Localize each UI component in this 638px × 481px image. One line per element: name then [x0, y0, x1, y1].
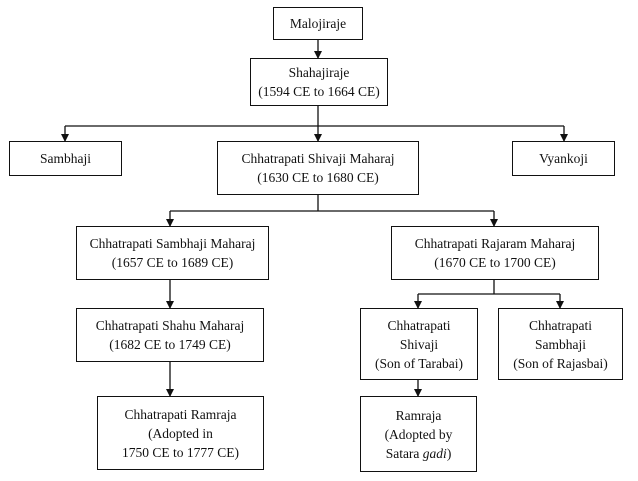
node-shivaji-tarabai: Chhatrapati Shivaji (Son of Tarabai)	[360, 308, 478, 380]
node-malojiraje-name: Malojiraje	[289, 16, 347, 31]
node-malojiraje: Malojiraje	[273, 7, 363, 40]
node-ramraja-chhatrapati-name: Chhatrapati Ramraja	[124, 406, 237, 422]
node-shivaji-tarabai-parent: (Son of Tarabai)	[374, 355, 464, 371]
node-rajaram-maharaj-name: Chhatrapati Rajaram Maharaj	[414, 236, 576, 251]
node-ramraja-satara: Ramraja (Adopted by Satara gadi)	[360, 396, 477, 472]
node-sambhaji-name: Sambhaji	[40, 151, 91, 166]
node-ramraja-satara-place: Satara	[385, 445, 420, 461]
node-shahu-maharaj: Chhatrapati Shahu Maharaj (1682 CE to 17…	[76, 308, 264, 362]
node-shahajiraje-dates: (1594 CE to 1664 CE)	[258, 84, 380, 99]
node-sambhaji-rajasbai-parent: (Son of Rajasbai)	[513, 355, 608, 371]
node-shivaji-maharaj-name: Chhatrapati Shivaji Maharaj	[241, 151, 395, 166]
node-vyankoji: Vyankoji	[512, 141, 615, 176]
node-shahajiraje: Shahajiraje (1594 CE to 1664 CE)	[250, 58, 388, 106]
node-shivaji-maharaj: Chhatrapati Shivaji Maharaj (1630 CE to …	[217, 141, 419, 195]
node-sambhaji-maharaj-dates: (1657 CE to 1689 CE)	[111, 255, 234, 270]
node-ramraja-chhatrapati-dates: 1750 CE to 1777 CE)	[122, 444, 239, 460]
node-shivaji-tarabai-name: Shivaji	[399, 336, 439, 352]
node-sambhaji-rajasbai-title: Chhatrapati	[529, 317, 592, 333]
node-shahajiraje-name: Shahajiraje	[288, 65, 350, 80]
node-shahu-maharaj-name: Chhatrapati Shahu Maharaj	[95, 318, 245, 333]
node-rajaram-maharaj-dates: (1670 CE to 1700 CE)	[434, 255, 556, 270]
node-shivaji-tarabai-title: Chhatrapati	[387, 317, 451, 333]
node-sambhaji: Sambhaji	[9, 141, 122, 176]
node-rajaram-maharaj: Chhatrapati Rajaram Maharaj (1670 CE to …	[391, 226, 599, 280]
node-sambhaji-rajasbai: Chhatrapati Sambhaji (Son of Rajasbai)	[498, 308, 623, 380]
node-sambhaji-maharaj-name: Chhatrapati Sambhaji Maharaj	[89, 236, 256, 251]
node-ramraja-satara-name: Ramraja	[395, 407, 442, 423]
node-sambhaji-rajasbai-name: Sambhaji	[535, 336, 586, 352]
node-vyankoji-name: Vyankoji	[539, 151, 588, 166]
node-ramraja-satara-gadi-line: Satara gadi)	[386, 444, 452, 463]
node-shivaji-maharaj-dates: (1630 CE to 1680 CE)	[257, 170, 379, 185]
node-sambhaji-maharaj: Chhatrapati Sambhaji Maharaj (1657 CE to…	[76, 226, 269, 280]
node-ramraja-satara-adopted: (Adopted by	[384, 426, 453, 442]
node-ramraja-chhatrapati-adopted: (Adopted in	[148, 425, 213, 441]
node-ramraja-satara-close: )	[446, 445, 452, 461]
node-shahu-maharaj-dates: (1682 CE to 1749 CE)	[109, 337, 231, 352]
node-ramraja-chhatrapati: Chhatrapati Ramraja (Adopted in 1750 CE …	[97, 396, 264, 470]
node-ramraja-satara-gadi: gadi	[422, 445, 447, 461]
